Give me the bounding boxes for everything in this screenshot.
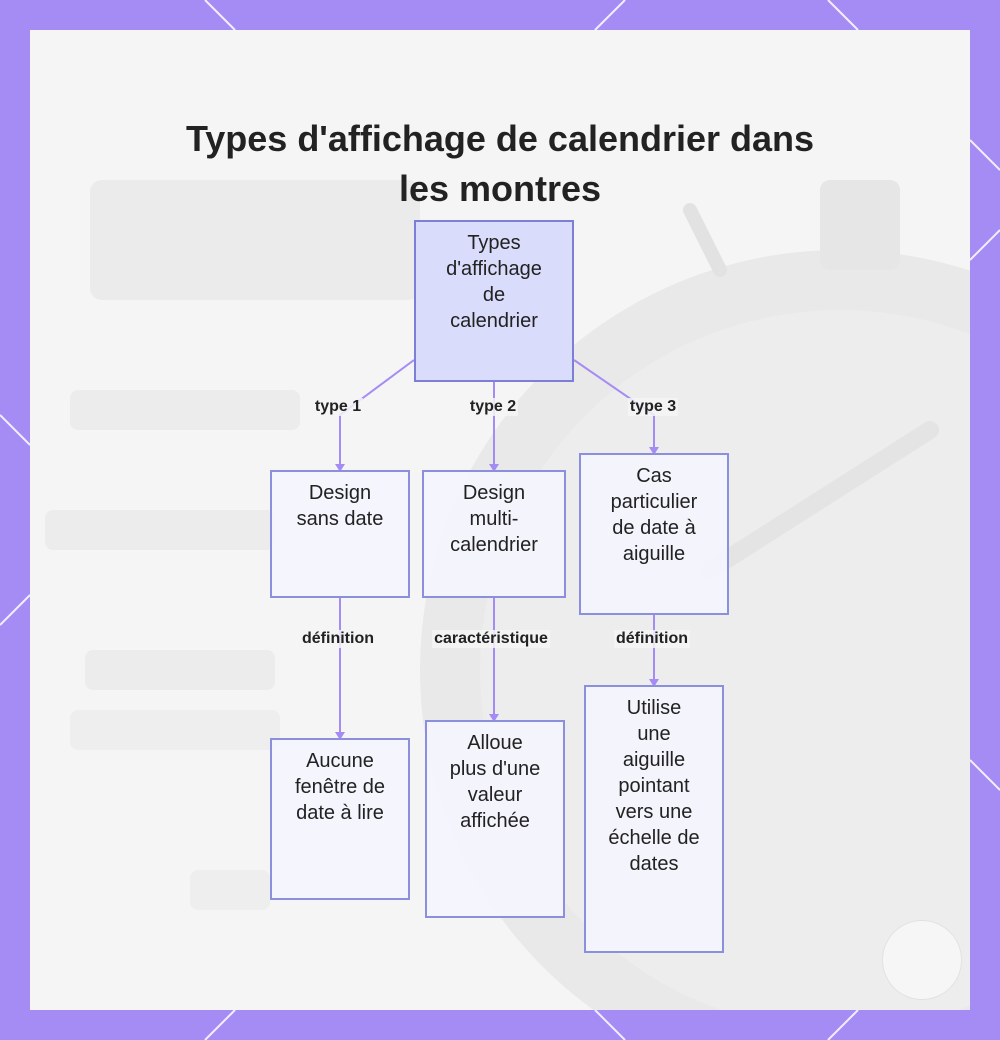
node-text: vers une — [615, 801, 693, 823]
node-text: Design — [308, 482, 372, 504]
title-line-2: les montres — [398, 168, 602, 209]
node-text: une — [637, 723, 671, 745]
page-title: Types d'affichage de calendrier dans les… — [30, 114, 970, 214]
edge-label-type-3: type 3 — [627, 398, 679, 416]
node-text: Cas — [636, 465, 672, 487]
node-text: particulier — [610, 491, 698, 513]
node-text: d'affichage — [446, 258, 542, 280]
node-text: valeur — [467, 784, 523, 806]
title-line-1: Types d'affichage de calendrier dans — [185, 118, 815, 159]
edge-label-definition-1: définition — [300, 630, 376, 648]
node-text: date à lire — [296, 802, 384, 824]
node-text: de date à — [612, 517, 696, 539]
node-text: Utilise — [626, 697, 682, 719]
node-text: calendrier — [450, 310, 538, 332]
node-text: affichée — [460, 810, 530, 832]
node-type2: Design multi- calendrier — [422, 470, 566, 598]
node-text: Design — [462, 482, 526, 504]
edge-label-type-2: type 2 — [467, 398, 519, 416]
watermark-logo — [882, 920, 962, 1000]
node-text: pointant — [618, 775, 690, 797]
node-text: calendrier — [450, 534, 538, 556]
node-text: sans date — [296, 508, 384, 530]
node-leaf2: Alloue plus d'une valeur affichée — [425, 720, 565, 918]
node-text: aiguille — [622, 543, 686, 565]
node-text: Aucune — [306, 750, 374, 772]
node-text: Types — [467, 232, 521, 254]
content-panel: Types d'affichage de calendrier dans les… — [30, 30, 970, 1010]
edge-label-caracteristique: caractéristique — [432, 630, 550, 648]
node-leaf1: Aucune fenêtre de date à lire — [270, 738, 410, 900]
node-type1: Design sans date — [270, 470, 410, 598]
node-text: dates — [629, 853, 679, 875]
node-text: fenêtre de — [294, 776, 386, 798]
node-type3: Cas particulier de date à aiguille — [579, 453, 729, 615]
node-text: échelle de — [608, 827, 700, 849]
node-root: Types d'affichage de calendrier — [414, 220, 574, 382]
diagram: Types d'affichage de calendrier Design s… — [30, 30, 970, 1010]
node-text: plus d'une — [449, 758, 541, 780]
node-text: de — [482, 284, 506, 306]
edge-label-definition-2: définition — [614, 630, 690, 648]
node-text: aiguille — [622, 749, 686, 771]
edge-label-type-1: type 1 — [312, 398, 364, 416]
node-text: Alloue — [467, 732, 523, 754]
node-text: multi- — [469, 508, 519, 530]
node-leaf3: Utilise une aiguille pointant vers une é… — [584, 685, 724, 953]
